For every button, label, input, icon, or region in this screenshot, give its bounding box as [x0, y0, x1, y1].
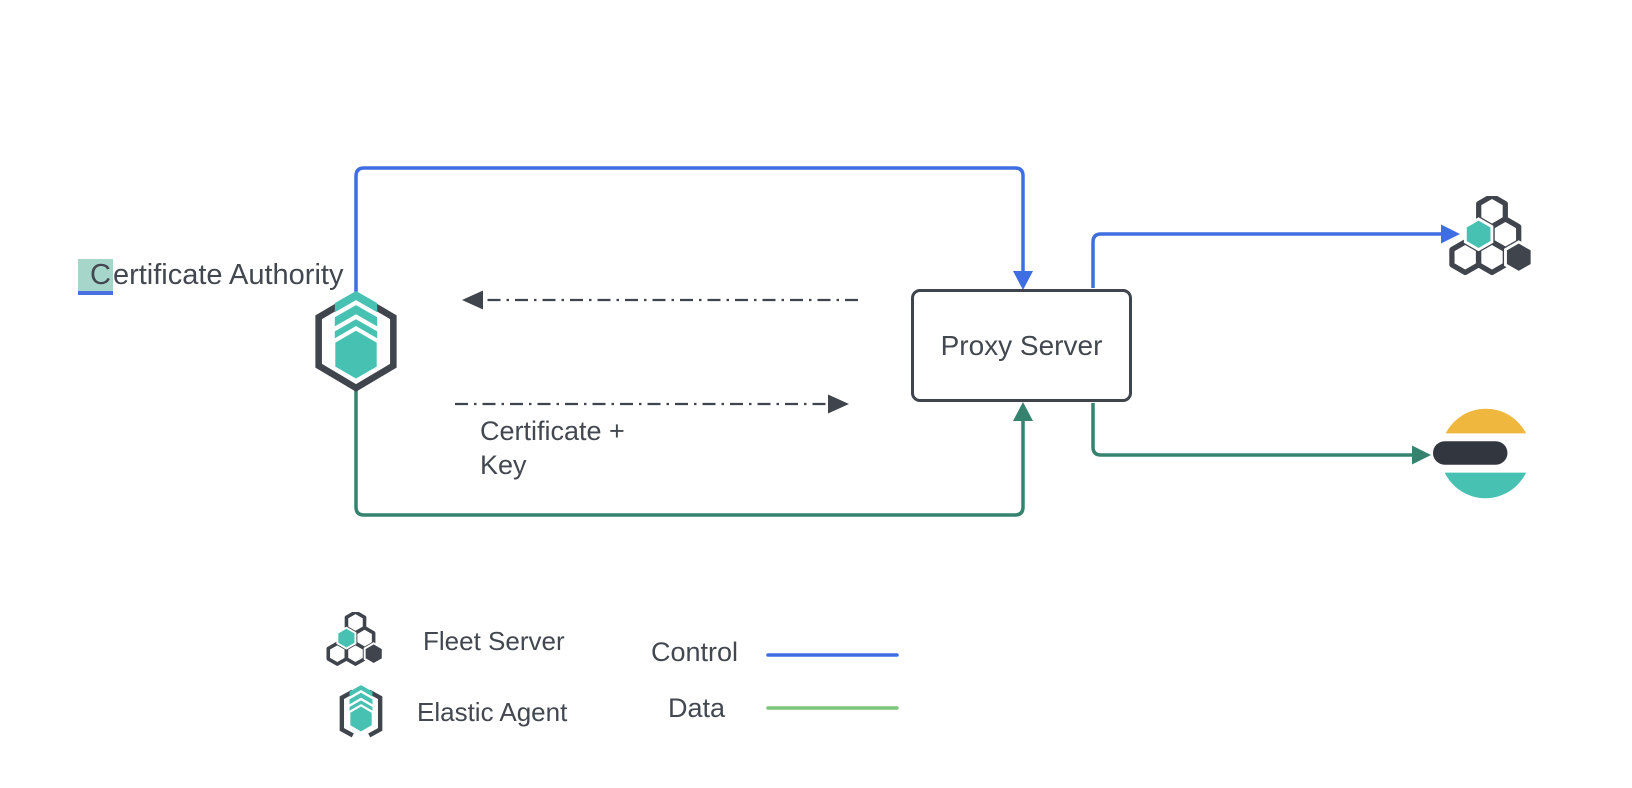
agent-chevron-1 [349, 685, 373, 697]
legend-elastic-agent-icon[interactable] [333, 684, 389, 742]
proxy-server-label: Proxy Server [940, 329, 1103, 361]
legend-control-label[interactable]: Control [651, 637, 739, 667]
elasticsearch-top-band [1445, 408, 1527, 434]
fleet-hex-dark [363, 642, 384, 666]
fleet-hex-teal [336, 626, 357, 650]
legend-elastic-agent-label[interactable]: Elastic Agent [417, 697, 568, 727]
agent-chevron-2 [334, 305, 378, 327]
agent-hex-outline [315, 301, 397, 392]
control-arrowhead-fleet [1441, 224, 1460, 244]
data-arrowhead-elasticsearch [1412, 445, 1431, 465]
legend-data-label[interactable]: Data [668, 693, 726, 723]
elasticsearch-middle-band [1432, 441, 1508, 465]
text-selection-highlight: C [78, 259, 113, 295]
control-wire-proxy-to-fleet[interactable] [1091, 232, 1442, 288]
elastic-agent-icon[interactable] [306, 288, 406, 395]
agent-core-hexagon [331, 326, 381, 384]
agent-bracket-left [339, 689, 354, 738]
legend-fleet-server-label[interactable]: Fleet Server [423, 626, 565, 656]
agent-chevron-2 [349, 692, 373, 705]
fleet-server-icon[interactable] [1444, 196, 1540, 284]
control-wire-agent-to-proxy[interactable] [354, 166, 1025, 292]
data-arrowhead-proxy-bottom [1013, 402, 1033, 421]
certificate-key-line2: Key [480, 450, 527, 480]
dashed-arrowhead-right [828, 394, 849, 414]
dashed-arrowhead-left [462, 290, 483, 310]
certificate-key-line1: Certificate + [480, 416, 625, 446]
fleet-hex-dark [1504, 240, 1534, 275]
fleet-hex-teal [1463, 217, 1494, 252]
agent-chevron-3 [334, 319, 378, 341]
elasticsearch-logo[interactable] [1432, 402, 1530, 502]
control-arrowhead-proxy-top [1013, 271, 1033, 290]
agent-core-hexagon [348, 704, 374, 734]
agent-chevron-3 [349, 700, 373, 712]
data-wire-proxy-to-elasticsearch[interactable] [1091, 403, 1413, 457]
proxy-server-node[interactable]: Proxy Server [911, 289, 1132, 402]
certificate-key-label[interactable]: Certificate + Key [480, 414, 625, 482]
data-wire-agent-to-proxy[interactable] [354, 388, 1025, 517]
certificate-authority-label[interactable]: Certificate Authority [78, 257, 344, 295]
certificate-authority-text: ertificate Authority [112, 259, 344, 291]
agent-bracket-right [368, 689, 383, 738]
legend-fleet-server-icon[interactable] [323, 612, 388, 672]
agent-chevron-1 [334, 291, 378, 313]
elasticsearch-bottom-band [1444, 472, 1527, 499]
